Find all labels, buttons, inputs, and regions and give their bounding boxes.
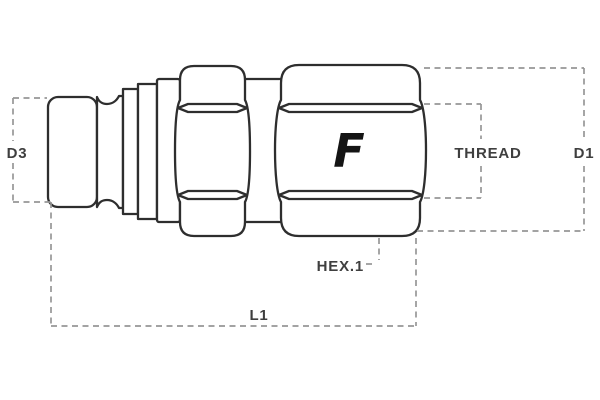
leader-hex1: HEX.1 xyxy=(317,238,380,275)
plug-profile xyxy=(46,77,182,224)
dim-label-d3: D3 xyxy=(7,145,28,162)
plug-tip xyxy=(46,95,99,209)
plug-step-2 xyxy=(136,82,159,221)
dim-label-hex1: HEX.1 xyxy=(317,258,364,275)
dimension-d3: D3 xyxy=(7,97,52,203)
hex-large-facet-top xyxy=(277,102,424,114)
dim-label-l1: L1 xyxy=(249,307,268,324)
hex-large: F xyxy=(273,63,428,238)
hex-small-body xyxy=(173,64,252,238)
dimension-d1: D1 xyxy=(417,67,595,232)
hex-small-facet-top xyxy=(176,102,249,114)
dimension-l1: L1 xyxy=(50,202,417,327)
dim-label-d1: D1 xyxy=(574,145,595,162)
brand-logo-f: F xyxy=(333,124,364,178)
hex-large-facet-bottom xyxy=(277,189,424,201)
hex-small-facet-bottom xyxy=(176,189,249,201)
dimension-thread: THREAD xyxy=(424,103,521,199)
dim-label-thread: THREAD xyxy=(454,145,521,162)
hex-small xyxy=(173,64,252,238)
plug-step-1 xyxy=(121,87,140,216)
thread-neck xyxy=(241,77,285,224)
plug-groove xyxy=(95,94,125,210)
